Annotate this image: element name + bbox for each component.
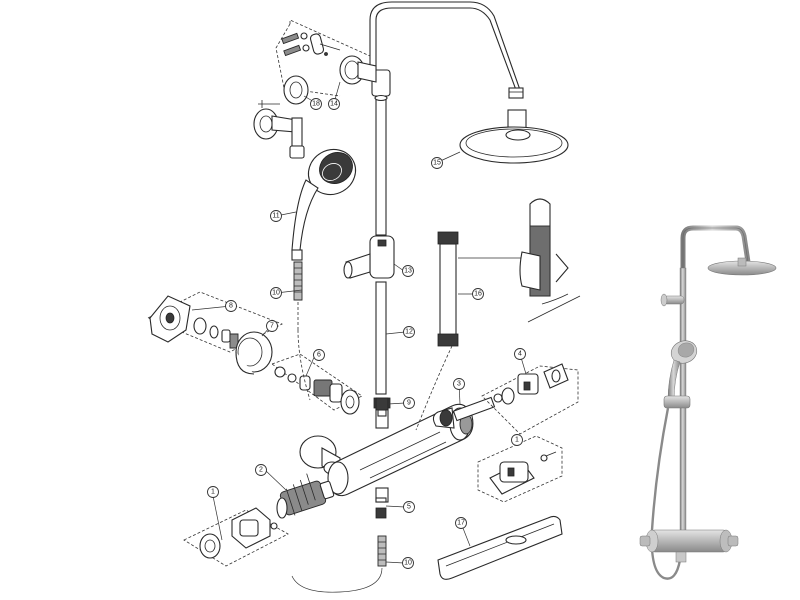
callout-2-label: 2: [259, 467, 263, 474]
callout-8: 8: [225, 300, 237, 312]
callout-13-label: 13: [404, 268, 412, 275]
hand-shower: [291, 148, 357, 261]
callout-14: 14: [328, 98, 340, 110]
callout-15-label: 15: [433, 160, 441, 167]
overhead-shower-head: [459, 109, 569, 164]
temperature-handle-assembly: [147, 291, 283, 375]
shower-hose-upper: [293, 261, 303, 330]
callout-4: 4: [514, 348, 526, 360]
spindle-3: [432, 393, 503, 429]
callout-3: 3: [453, 378, 465, 390]
callout-14-label: 14: [330, 101, 338, 108]
riser-rail: [371, 69, 391, 395]
lower-hose: [291, 329, 387, 593]
callout-4-label: 4: [518, 351, 522, 358]
cartridge-parts-6: [271, 353, 363, 415]
slider-holder: [343, 235, 395, 279]
callout-1a: 1: [207, 486, 219, 498]
callout-13: 13: [402, 265, 414, 277]
callout-8-label: 8: [229, 303, 233, 310]
callout-17-label: 17: [457, 520, 465, 527]
rail-detail: [519, 198, 581, 323]
callout-17: 17: [455, 517, 467, 529]
assembled-shower-system: [639, 225, 777, 580]
callout-9: 9: [403, 397, 415, 409]
callout-1a-label: 1: [211, 489, 215, 496]
callout-18-label: 18: [312, 101, 320, 108]
callout-6-label: 6: [317, 352, 321, 359]
thermostatic-cartridge: [276, 473, 335, 519]
connector-9: [375, 397, 389, 417]
callout-5: 5: [403, 501, 415, 513]
callout-10b-label: 10: [272, 290, 280, 297]
callout-3-label: 3: [457, 381, 461, 388]
callout-7: 7: [266, 320, 278, 332]
callout-15: 15: [431, 157, 443, 169]
callout-5-label: 5: [407, 504, 411, 511]
wall-bracket-kit: [253, 19, 377, 159]
hose-connector-tube: [437, 231, 530, 347]
callout-10a: 10: [402, 557, 414, 569]
callout-10a-label: 10: [404, 560, 412, 567]
callout-7-label: 7: [270, 323, 274, 330]
end-cap-right: [477, 435, 563, 503]
callout-6: 6: [313, 349, 325, 361]
callout-11: 11: [270, 210, 282, 222]
callout-2: 2: [255, 464, 267, 476]
callout-12-label: 12: [405, 329, 413, 336]
end-cap-left: [183, 507, 289, 567]
shelf: [437, 515, 563, 580]
callout-16: 16: [472, 288, 484, 300]
hose-routing-line: [415, 345, 453, 431]
thermostatic-mixer-body: [299, 397, 474, 503]
flow-control-parts-4: [481, 363, 579, 435]
callout-10b: 10: [270, 287, 282, 299]
callout-12: 12: [403, 326, 415, 338]
callout-1b-label: 1: [515, 437, 519, 444]
callout-1b: 1: [511, 434, 523, 446]
shower-arm: [369, 1, 524, 99]
callout-18: 18: [310, 98, 322, 110]
callout-9-label: 9: [407, 400, 411, 407]
callout-11-label: 11: [272, 213, 279, 220]
callout-16-label: 16: [474, 291, 482, 298]
